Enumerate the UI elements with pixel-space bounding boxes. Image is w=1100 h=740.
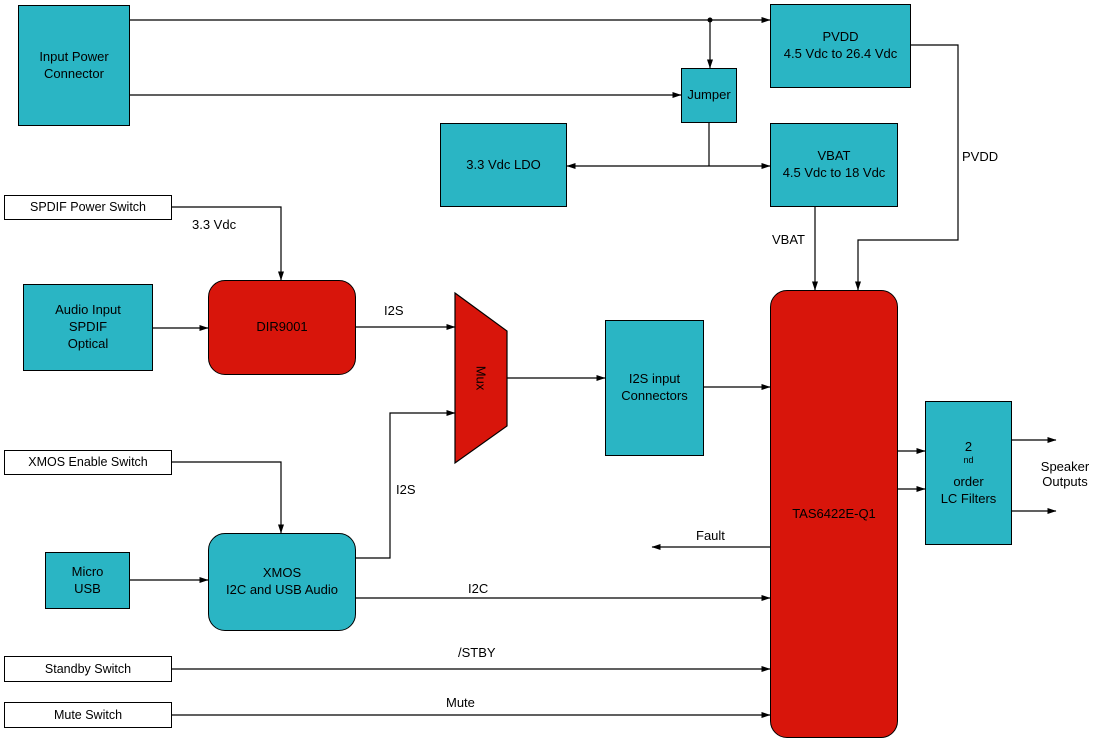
block-label: VBAT [817, 148, 851, 164]
superscript: nd [963, 455, 974, 466]
block-label: Mute Switch [53, 707, 123, 722]
wire-label-3v3: 3.3 Vdc [192, 217, 237, 232]
block-label: XMOS Enable Switch [28, 455, 148, 470]
wire-label-i2s-bottom: I2S [396, 482, 416, 497]
block-label: Standby Switch [44, 661, 132, 676]
block-vbat: VBAT 4.5 Vdc to 18 Vdc [770, 123, 898, 207]
block-mute-switch: Mute Switch [4, 702, 172, 728]
block-label: TAS6422E-Q1 [792, 505, 876, 521]
wire-label-i2s-top: I2S [384, 303, 404, 318]
block-label: 4.5 Vdc to 18 Vdc [782, 165, 886, 180]
wire-label-mute: Mute [446, 695, 475, 710]
block-jumper: Jumper [681, 68, 737, 123]
wire-xmosswitch-to-xmos [172, 461, 284, 534]
junction-dot [707, 17, 713, 23]
wire-label-pvdd: PVDD [962, 149, 999, 164]
wire-label-vbat: VBAT [772, 232, 805, 247]
block-label: Audio Input [55, 302, 121, 318]
block-label: 4.5 Vdc to 26.4 Vdc [783, 46, 898, 61]
block-label: Connectors [621, 388, 688, 403]
block-label: Optical [67, 335, 109, 351]
block-label: Jumper [687, 87, 731, 103]
block-input-power-connector: Input Power Connector [18, 5, 130, 126]
block-xmos: XMOS I2C and USB Audio [208, 533, 356, 631]
block-tas6422: TAS6422E-Q1 [770, 290, 898, 738]
block-spdif-power-switch: SPDIF Power Switch [4, 195, 172, 220]
wire-label-line: Outputs [1042, 474, 1088, 489]
block-xmos-enable-switch: XMOS Enable Switch [4, 450, 172, 475]
wire-pvdd-to-tas [855, 44, 959, 291]
block-label: LC Filters [940, 490, 997, 506]
block-mux-label: Mux [473, 365, 489, 391]
wire-spdifswitch-to-dir9001 [172, 206, 284, 281]
block-label: I2S input [628, 371, 681, 387]
mux-shape [454, 291, 508, 465]
block-standby-switch: Standby Switch [4, 656, 172, 682]
block-dir9001: DIR9001 [208, 280, 356, 375]
block-label: Connector [44, 65, 104, 81]
block-label: Input Power [39, 48, 109, 64]
block-ldo: 3.3 Vdc LDO [440, 123, 567, 207]
block-label: PVDD [822, 29, 859, 45]
block-label: XMOS [262, 565, 302, 581]
block-micro-usb: Micro USB [45, 552, 130, 609]
wire-label-line: Speaker [1040, 459, 1090, 474]
block-label: SPDIF Power Switch [29, 200, 146, 215]
wire-label-stby: /STBY [458, 645, 496, 660]
block-label: SPDIF [68, 319, 108, 335]
block-i2s-input-connectors: I2S input Connectors [605, 320, 704, 456]
block-audio-input-spdif: Audio Input SPDIF Optical [23, 284, 153, 371]
block-label: Micro [71, 563, 104, 579]
wire-label-fault: Fault [696, 528, 725, 543]
block-pvdd: PVDD 4.5 Vdc to 26.4 Vdc [770, 4, 911, 88]
block-label: DIR9001 [256, 319, 308, 335]
wire-label-i2c: I2C [468, 581, 489, 596]
block-label: I2C and USB Audio [225, 582, 339, 597]
block-label: 3.3 Vdc LDO [466, 156, 541, 172]
wire-xmos-to-mux-i2s [356, 410, 456, 559]
block-label: USB [74, 580, 101, 596]
wire-label-speaker-outputs: Speaker Outputs [1032, 459, 1098, 489]
